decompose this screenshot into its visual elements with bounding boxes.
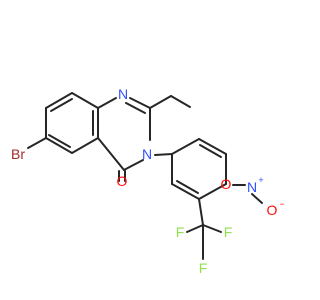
bond-ar-c1-c2 xyxy=(171,138,200,155)
bond-c5-c6 xyxy=(45,137,73,154)
bond-ch2-ch3 xyxy=(170,95,191,108)
atom-n3: N xyxy=(142,146,152,162)
bond-n3-c4 xyxy=(123,159,144,171)
atom-carbonyl-oxygen: O xyxy=(117,173,128,189)
atom-fluorine-left: F xyxy=(176,224,185,240)
atom-nitro-oxygen-right: O xyxy=(267,202,278,218)
bond-ar-c4-c5 xyxy=(198,183,227,200)
bond-ar-c2-c3 xyxy=(198,138,227,155)
atom-fluorine-right: F xyxy=(224,224,233,240)
bond-ar-c5-c6 xyxy=(171,183,200,200)
atom-bromine: Br xyxy=(11,146,25,162)
atom-n1: N xyxy=(118,86,128,102)
molecule-structure: Br N N O N + O O − F F F xyxy=(11,86,285,276)
bond-n3-aryl xyxy=(154,153,173,156)
charge-plus: + xyxy=(258,175,263,185)
bond-ar-cf3 xyxy=(198,198,204,226)
bond-c4a-c5 xyxy=(71,137,99,154)
atom-nitro-nitrogen: N xyxy=(247,179,257,195)
bond-nitro-o xyxy=(251,193,263,204)
bond-ar-c5-c6-inner xyxy=(176,180,199,194)
bond-ar-c2-c3-inner xyxy=(199,144,222,158)
bond-c-f-right xyxy=(202,224,222,233)
bond-c4-c4a xyxy=(97,137,125,171)
atom-fluorine-bottom: F xyxy=(199,260,208,276)
charge-minus: − xyxy=(279,199,284,209)
bond-c7-c8 xyxy=(45,92,73,109)
bond-c6-br xyxy=(27,137,47,149)
bond-c5-c6-inner xyxy=(48,134,71,148)
bond-n1-c2-inner xyxy=(125,102,146,114)
bond-c8a-c8 xyxy=(71,92,99,109)
bond-c-f-left xyxy=(186,224,204,233)
bond-layer xyxy=(27,92,263,260)
atom-nitro-oxygen-left: O xyxy=(221,176,232,192)
bond-n1-c2 xyxy=(129,97,151,109)
bond-c2-ch2 xyxy=(149,95,172,109)
bond-c8a-n1 xyxy=(97,97,117,109)
bond-c7-c8-inner xyxy=(50,98,73,112)
